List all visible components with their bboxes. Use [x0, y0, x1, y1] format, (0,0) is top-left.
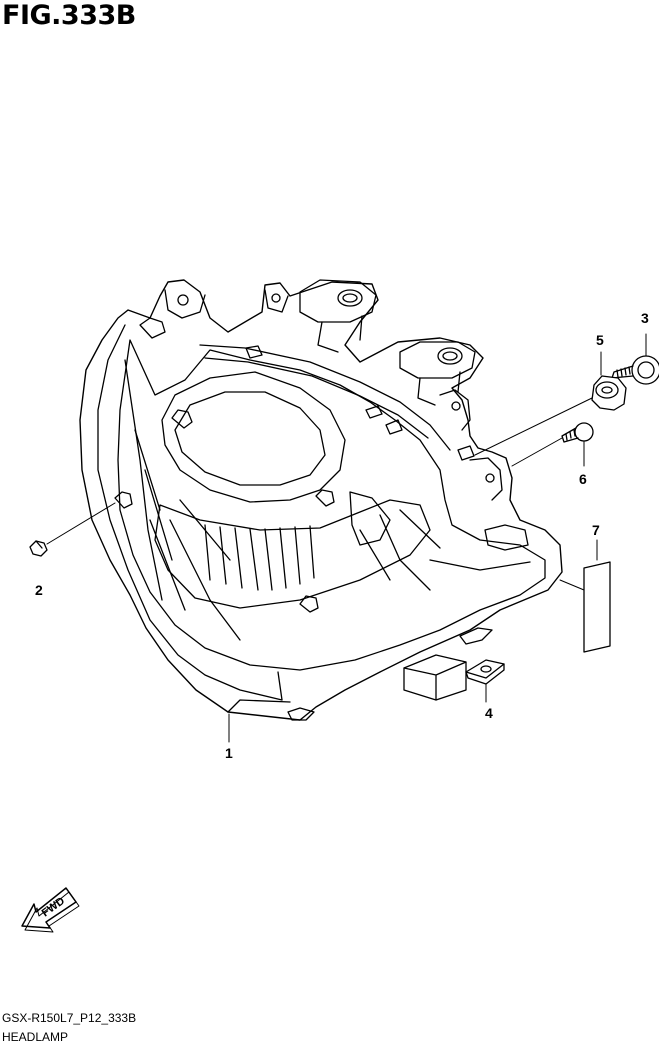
- label-part-7: [559, 539, 611, 653]
- part-label-2: 2: [35, 582, 43, 598]
- figure-name: HEADLAMP: [2, 1030, 69, 1044]
- part-label-1: 1: [225, 745, 233, 761]
- part-label-5: 5: [596, 332, 604, 348]
- fwd-arrow-icon: FWD: [21, 887, 80, 933]
- part-label-3: 3: [641, 310, 649, 326]
- screw-part-6: [511, 422, 594, 467]
- screw-part-3: [611, 333, 659, 385]
- headlamp-assembly: [79, 279, 563, 721]
- figure-title: FIG.333B: [2, 0, 136, 31]
- figure-code: GSX-R150L7_P12_333B: [2, 1011, 137, 1025]
- part-label-7: 7: [592, 522, 600, 538]
- bulb-part: [29, 502, 116, 557]
- clip-nut-part-4: [465, 659, 505, 703]
- part-label-4: 4: [485, 705, 493, 721]
- part-label-6: 6: [579, 471, 587, 487]
- grommet-part-5: [474, 351, 627, 456]
